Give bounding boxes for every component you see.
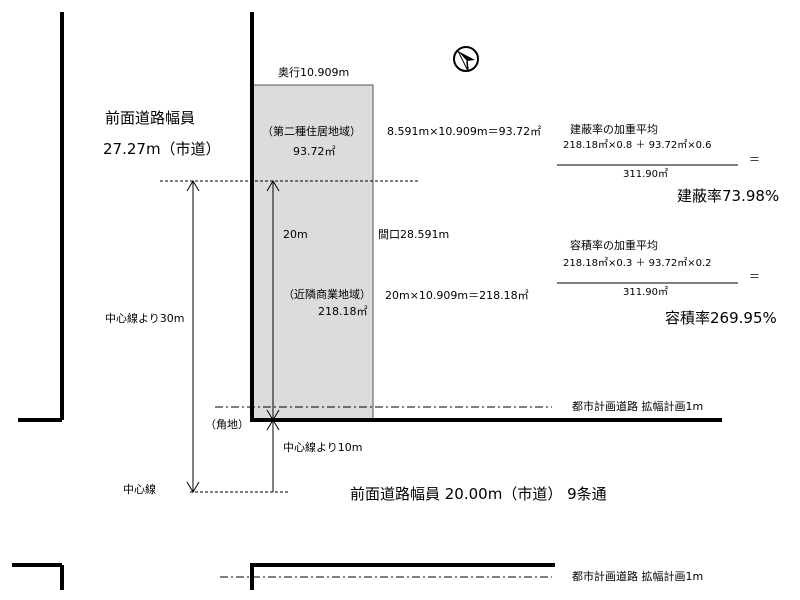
- zone2-name: （近隣商業地域）: [283, 288, 371, 301]
- dimension-20m: [266, 180, 280, 492]
- lot-area: [251, 84, 374, 421]
- zone2-calc: 20m×10.909m＝218.18㎡: [385, 289, 529, 302]
- zone2-area: 218.18㎡: [318, 305, 368, 318]
- far-equals: ＝: [749, 270, 760, 283]
- far-title: 容積率の加重平均: [570, 239, 658, 252]
- corner-label: （角地）: [205, 418, 249, 431]
- far-result: 容積率269.95%: [665, 309, 777, 327]
- coverage-denominator: 311.90㎡: [623, 169, 668, 180]
- bottom-plan-road-label: 都市計画道路 拡幅計画1m: [572, 570, 704, 583]
- depth-label: 奥行10.909m: [278, 66, 350, 79]
- top-road-title: 前面道路幅員: [105, 109, 196, 127]
- front-road-label: 前面道路幅員 20.00m（市道） 9条通: [350, 485, 607, 503]
- center10-label: 中心線より10m: [283, 441, 363, 454]
- top-road-width: 27.27m（市道）: [103, 140, 221, 158]
- coverage-result: 建蔽率73.98%: [677, 187, 780, 205]
- frontage-label: 間口28.591m: [378, 228, 450, 241]
- north-arrow-icon: [453, 46, 479, 72]
- dimension-30m: [186, 180, 200, 493]
- coverage-equals: ＝: [749, 153, 760, 166]
- zone1-calc: 8.591m×10.909m＝93.72㎡: [387, 125, 542, 138]
- zone1-area: 93.72㎡: [293, 145, 336, 158]
- zone-depth: 20m: [283, 228, 308, 241]
- center30-label: 中心線より30m: [105, 312, 185, 325]
- coverage-numerator: 218.18㎡×0.8 ＋ 93.72㎡×0.6: [563, 140, 712, 151]
- plan-road-label: 都市計画道路 拡幅計画1m: [572, 400, 704, 413]
- coverage-title: 建蔽率の加重平均: [570, 123, 658, 136]
- centerline-label: 中心線: [123, 483, 156, 496]
- zone1-name: （第二種住居地域）: [262, 125, 361, 138]
- far-numerator: 218.18㎡×0.3 ＋ 93.72㎡×0.2: [563, 258, 712, 269]
- far-denominator: 311.90㎡: [623, 287, 668, 298]
